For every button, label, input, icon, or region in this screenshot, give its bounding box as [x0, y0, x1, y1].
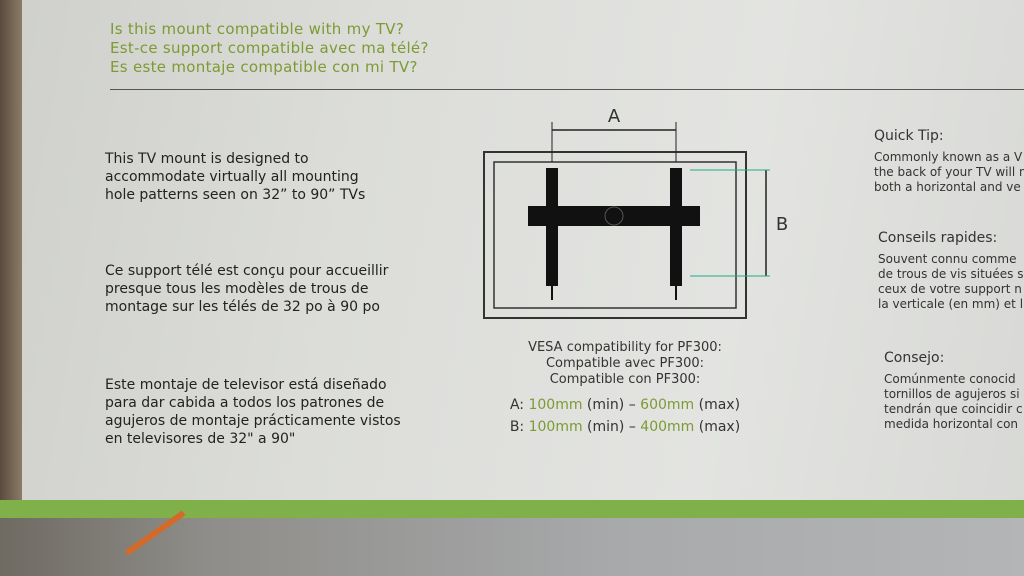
vesa-title-en: VESA compatibility for PF300: — [528, 340, 722, 355]
green-strip — [0, 500, 1024, 518]
product-box — [0, 0, 1024, 505]
description-es: Este montaje de televisor está diseñado … — [105, 377, 401, 447]
dimension-a-range: A: 100mm (min) – 600mm (max) — [509, 397, 741, 413]
quick-tip-fr: Conseils rapides: Souvent connu comme de… — [878, 230, 1024, 311]
quick-tip-es: Consejo: Comúnmente conocid tornillos de… — [884, 350, 1023, 431]
label-b: B — [776, 214, 788, 235]
description-fr: Ce support télé est conçu pour accueilli… — [105, 263, 389, 315]
heading-en: Is this mount compatible with my TV? — [110, 20, 405, 38]
floor — [0, 518, 1024, 576]
tv-outer-frame — [483, 151, 747, 319]
mount-arm-right — [670, 168, 682, 286]
description-en: This TV mount is designed to accommodate… — [105, 151, 366, 203]
heading-fr: Est-ce support compatible avec ma télé? — [110, 39, 429, 57]
vesa-compatibility: VESA compatibility for PF300: Compatible… — [480, 340, 770, 436]
tv-inner-frame — [493, 161, 737, 309]
quick-tip-en: Quick Tip: Commonly known as a V the bac… — [874, 128, 1024, 194]
mount-arm-left — [546, 168, 558, 286]
box-edge — [0, 0, 22, 505]
vesa-title-fr: Compatible avec PF300: — [545, 356, 705, 371]
divider — [110, 89, 1024, 90]
vesa-title-es: Compatible con PF300: — [549, 372, 701, 387]
compatibility-headings: Is this mount compatible with my TV? Est… — [110, 20, 429, 77]
mount-diagram: A B — [483, 106, 788, 319]
heading-es: Es este montaje compatible con mi TV? — [110, 58, 418, 76]
label-a: A — [608, 106, 621, 127]
dimension-b-range: B: 100mm (min) – 400mm (max) — [509, 419, 741, 435]
